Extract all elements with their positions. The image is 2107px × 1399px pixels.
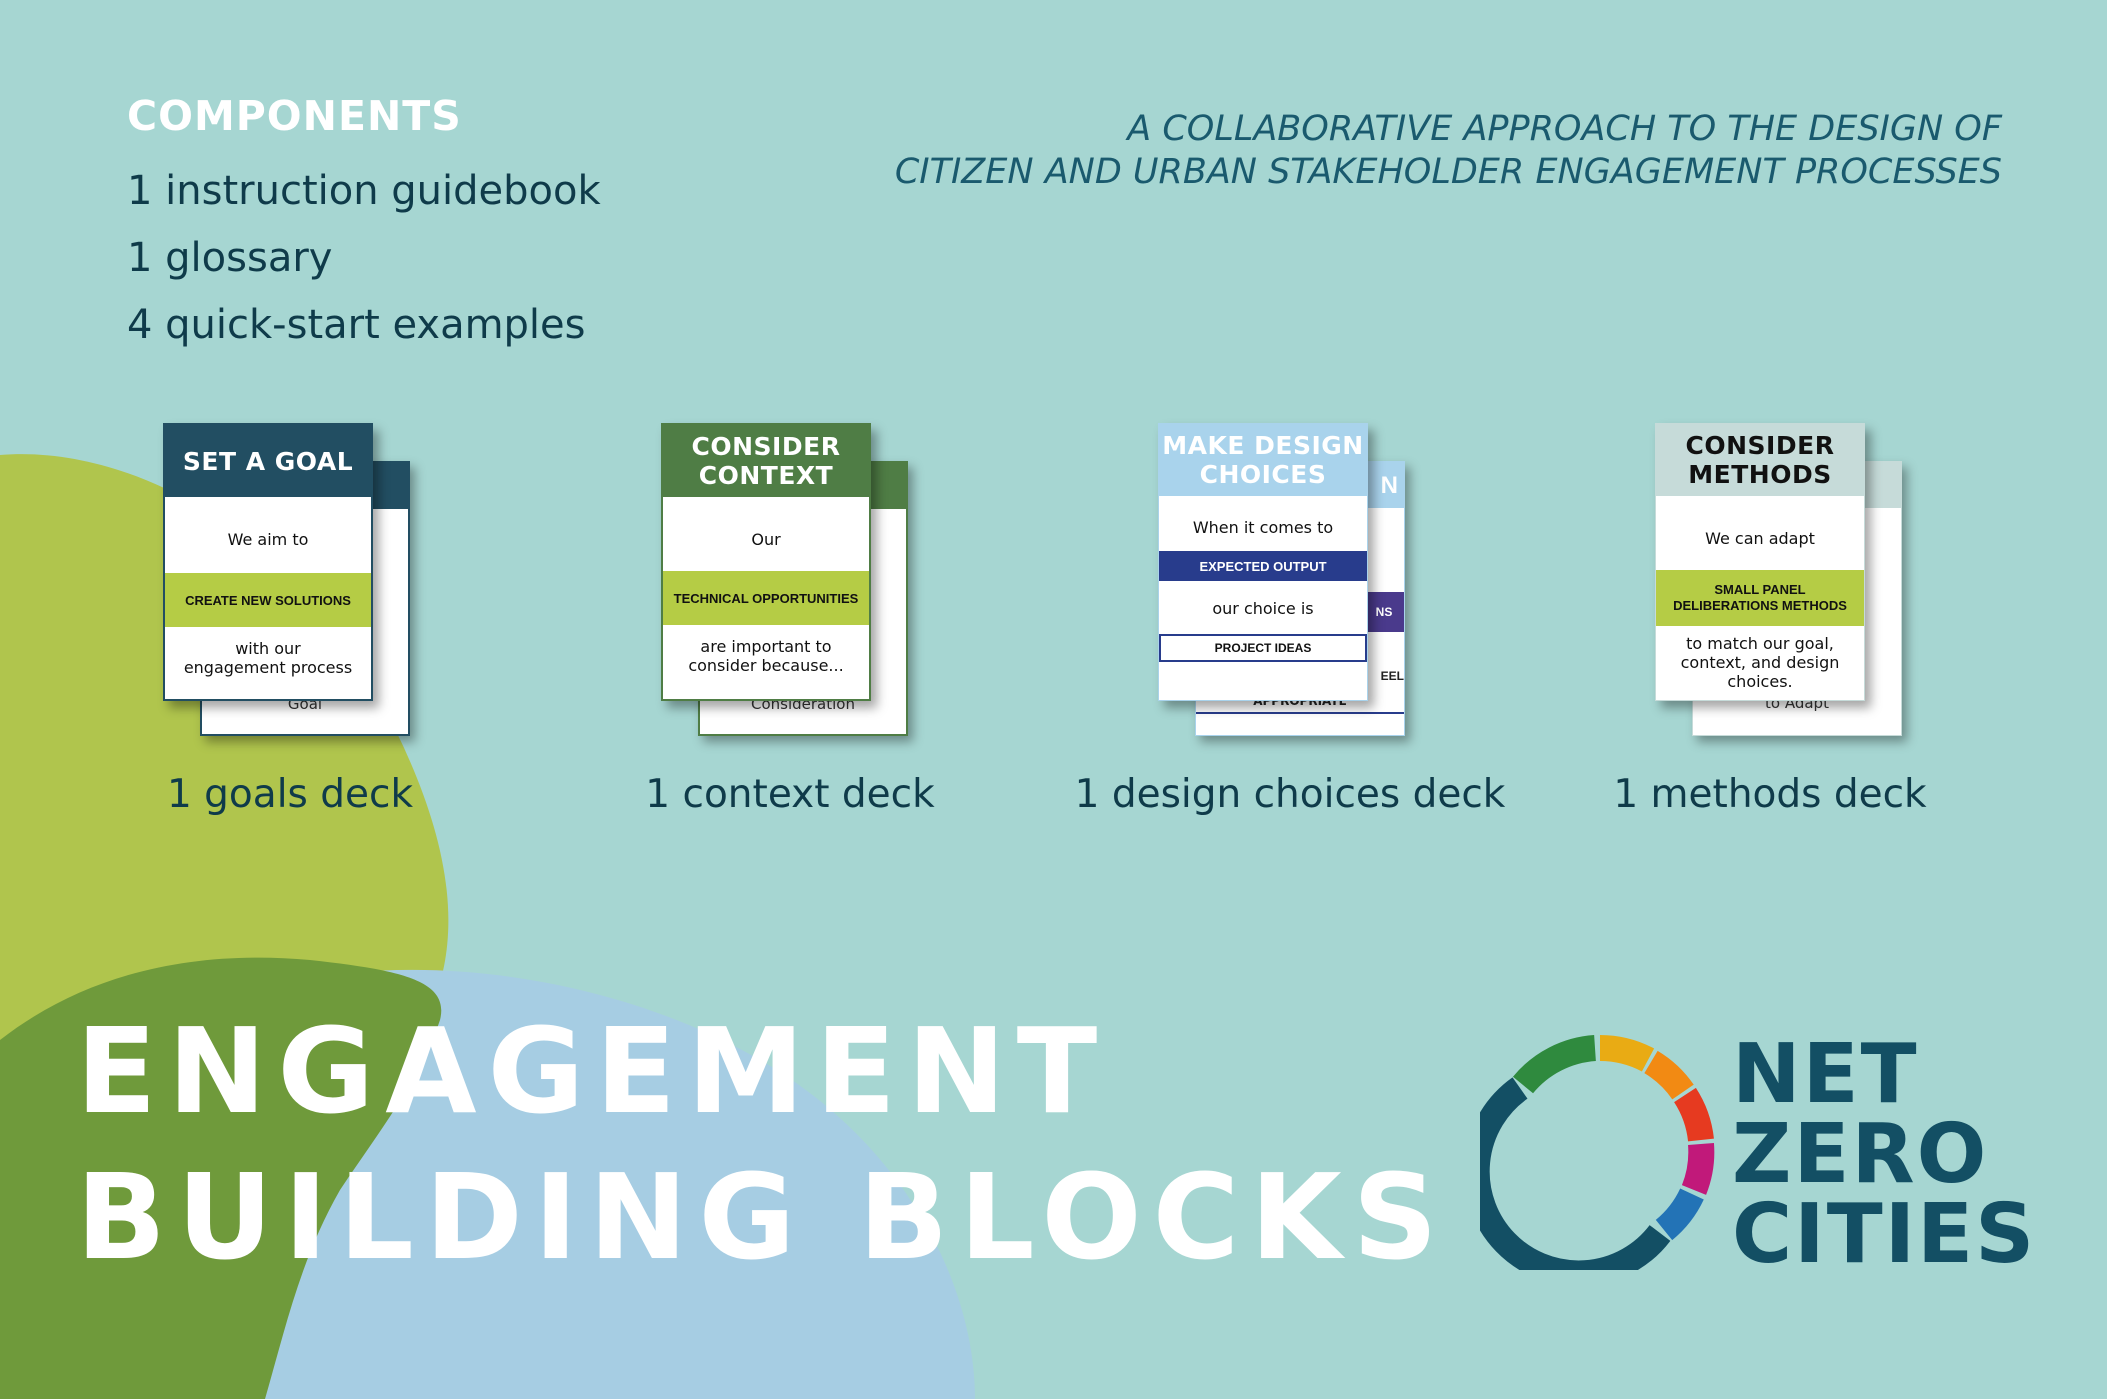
methods-card-band: SMALL PANEL DELIBERATIONS METHODS	[1656, 570, 1864, 626]
methods-card-text-bottom: to match our goal, context, and design c…	[1680, 634, 1840, 691]
goals-card-text-bottom: with our engagement process	[183, 639, 353, 677]
context-card-text-top: Our	[751, 530, 781, 549]
logo-text-net: NET	[1732, 1027, 1919, 1122]
goals-deck-label: 1 goals deck	[166, 772, 414, 817]
context-card-front: CONSIDER CONTEXT Our TECHNICAL OPPORTUNI…	[661, 423, 871, 701]
component-item-guidebook: 1 instruction guidebook	[127, 168, 601, 214]
blue-blob	[250, 969, 975, 1399]
methods-card-text-top: We can adapt	[1705, 529, 1815, 548]
title-line-2: BUILDING BLOCKS	[76, 1148, 1449, 1286]
design-card-text-middle: our choice is	[1212, 599, 1314, 618]
methods-card-front: CONSIDER METHODS We can adapt SMALL PANE…	[1655, 423, 1865, 701]
component-item-glossary: 1 glossary	[127, 235, 333, 281]
context-card-band: TECHNICAL OPPORTUNITIES	[663, 571, 869, 625]
design-choices-deck: N NS EEL APPROPRIATE MAKE DESIGN CHOICES…	[1158, 423, 1428, 753]
components-heading: COMPONENTS	[127, 92, 462, 140]
design-card-header: MAKE DESIGN CHOICES	[1159, 424, 1367, 496]
logo-text-cities: CITIES	[1732, 1187, 2037, 1282]
methods-card-header: CONSIDER METHODS	[1656, 424, 1864, 496]
logo-text-zero: ZERO	[1732, 1107, 1989, 1202]
goals-card-band: CREATE NEW SOLUTIONS	[165, 573, 371, 627]
title-line-1: ENGAGEMENT	[76, 1002, 1109, 1140]
context-deck-label: 1 context deck	[645, 772, 935, 817]
methods-deck-label: 1 methods deck	[1613, 772, 1927, 817]
design-back-fragment-3: EEL	[1380, 669, 1404, 683]
context-card-text-bottom: are important to consider because...	[688, 637, 844, 675]
dark-green-blob	[0, 957, 442, 1399]
design-card-front: MAKE DESIGN CHOICES When it comes to EXP…	[1158, 423, 1368, 701]
design-card-text-top: When it comes to	[1192, 518, 1334, 537]
design-card-band: EXPECTED OUTPUT	[1159, 551, 1367, 581]
component-item-examples: 4 quick-start examples	[127, 302, 586, 348]
goals-deck: Goal SET A GOAL We aim to CREATE NEW SOL…	[163, 423, 433, 753]
methods-deck: to Adapt CONSIDER METHODS We can adapt S…	[1655, 423, 1925, 753]
design-choices-deck-label: 1 design choices deck	[1074, 772, 1506, 817]
net-zero-cities-ring-icon	[1480, 1035, 1715, 1270]
goals-card-header: SET A GOAL	[165, 425, 371, 497]
design-back-fragment-1: N	[1380, 472, 1398, 499]
context-deck: Consideration CONSIDER CONTEXT Our TECHN…	[661, 423, 931, 753]
tagline: A COLLABORATIVE APPROACH TO THE DESIGN O…	[602, 108, 2002, 194]
design-back-fragment-2: NS	[1364, 592, 1404, 632]
goals-card-front: SET A GOAL We aim to CREATE NEW SOLUTION…	[163, 423, 373, 701]
context-card-header: CONSIDER CONTEXT	[663, 425, 869, 497]
tagline-line-1: A COLLABORATIVE APPROACH TO THE DESIGN O…	[1127, 109, 2002, 149]
tagline-line-2: CITIZEN AND URBAN STAKEHOLDER ENGAGEMENT…	[894, 152, 2002, 192]
design-card-outline-band: PROJECT IDEAS	[1159, 634, 1367, 662]
goals-card-text-top: We aim to	[227, 530, 309, 549]
